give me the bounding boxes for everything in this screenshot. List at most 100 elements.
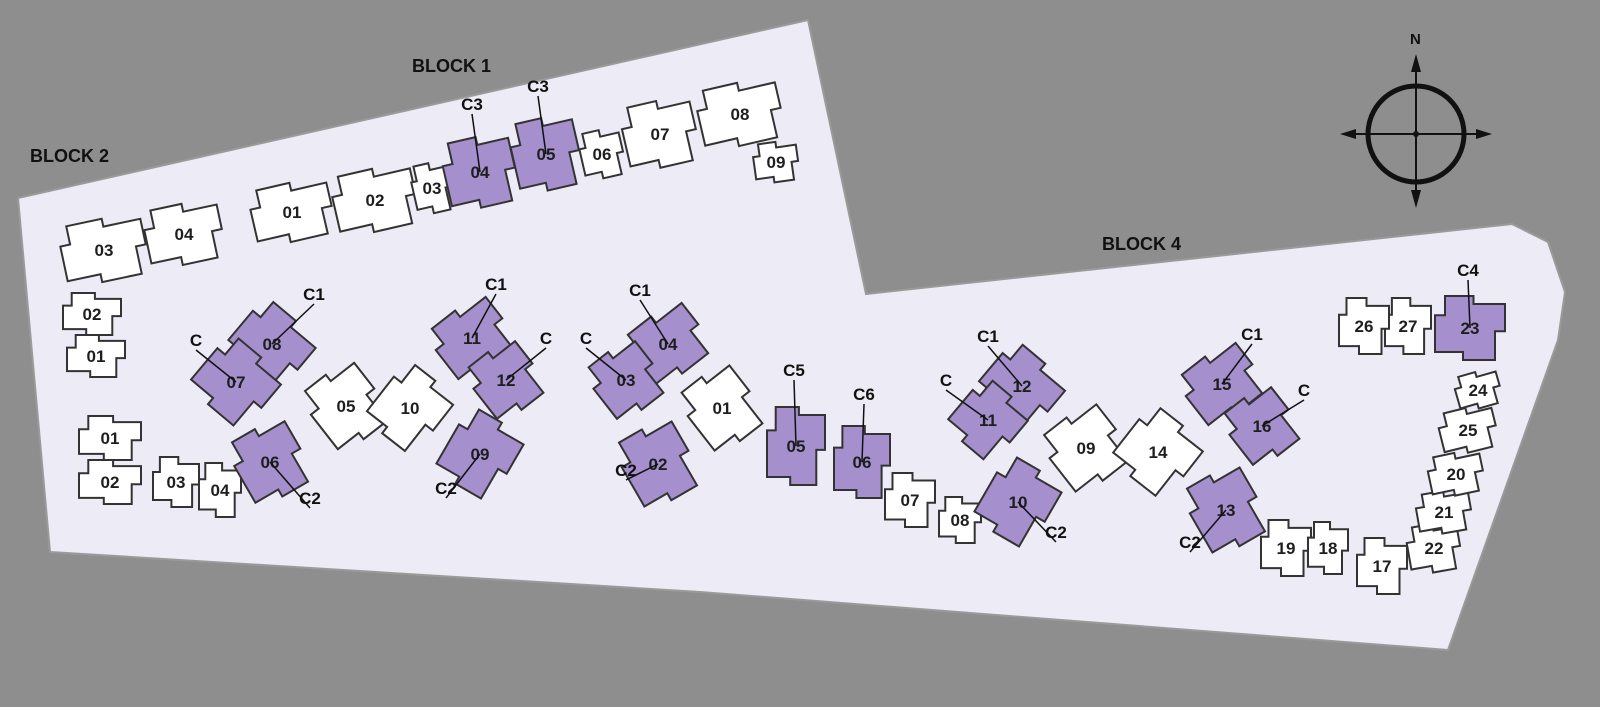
leader-line bbox=[271, 303, 315, 345]
unit-07[interactable]: 07 bbox=[617, 94, 702, 175]
unit-number: 04 bbox=[211, 481, 230, 500]
unit-shape bbox=[331, 167, 417, 234]
unit-type-label: C bbox=[580, 329, 592, 348]
unit-01[interactable]: 01 bbox=[247, 175, 338, 250]
unit-shape bbox=[1453, 370, 1501, 410]
unit-22[interactable]: 22 bbox=[1404, 520, 1464, 576]
unit-02[interactable]: 02 bbox=[62, 292, 122, 336]
unit-04[interactable]: 04 bbox=[141, 197, 228, 271]
unit-01[interactable]: 01 bbox=[674, 359, 770, 457]
unit-shape bbox=[59, 217, 147, 284]
unit-shape bbox=[78, 415, 142, 461]
unit-number: 03 bbox=[167, 473, 186, 492]
leader-line bbox=[1017, 501, 1057, 543]
unit-shape bbox=[696, 81, 782, 148]
unit-03[interactable]: 03 bbox=[408, 159, 456, 216]
unit-number: 02 bbox=[83, 305, 102, 324]
leader-line bbox=[471, 293, 497, 339]
unit-25[interactable]: 25 bbox=[1436, 402, 1501, 458]
unit-shape bbox=[198, 462, 242, 518]
leader-line bbox=[1467, 279, 1471, 329]
unit-number: 22 bbox=[1425, 539, 1444, 558]
unit-10[interactable]: 10 bbox=[362, 359, 458, 457]
unit-number: 09 bbox=[1077, 439, 1096, 458]
unit-03[interactable]: 03C bbox=[580, 329, 671, 425]
unit-number: 06 bbox=[853, 453, 872, 472]
unit-01[interactable]: 01 bbox=[78, 415, 142, 461]
unit-type-label: C3 bbox=[461, 95, 483, 114]
unit-11[interactable]: 11C bbox=[940, 371, 1033, 465]
unit-type-label: C5 bbox=[783, 361, 805, 380]
unit-27[interactable]: 27 bbox=[1384, 297, 1432, 355]
leader-line bbox=[1261, 399, 1305, 427]
unit-08[interactable]: 08 bbox=[938, 496, 982, 544]
unit-shape bbox=[1405, 522, 1462, 574]
unit-number: 07 bbox=[901, 491, 920, 510]
unit-type-label: C1 bbox=[629, 281, 651, 300]
unit-23[interactable]: 23 C4 bbox=[1434, 261, 1506, 361]
unit-04[interactable]: 04 C3 bbox=[438, 95, 522, 214]
unit-02[interactable]: 02 bbox=[78, 459, 142, 505]
unit-14[interactable]: 14 bbox=[1108, 402, 1207, 502]
unit-type-label: C1 bbox=[977, 327, 999, 346]
unit-24[interactable]: 24 bbox=[1452, 367, 1504, 414]
unit-18[interactable]: 18 bbox=[1307, 521, 1349, 575]
unit-shape bbox=[152, 456, 200, 508]
unit-type-label: C bbox=[1298, 381, 1310, 400]
unit-19[interactable]: 19 bbox=[1260, 519, 1312, 577]
unit-16[interactable]: 16C bbox=[1217, 381, 1310, 471]
unit-number: 05 bbox=[337, 397, 356, 416]
unit-02[interactable]: 02 bbox=[328, 161, 422, 240]
unit-shape bbox=[441, 135, 517, 209]
unit-12[interactable]: 12C bbox=[461, 329, 552, 425]
unit-06[interactable]: 06 bbox=[576, 126, 628, 182]
unit-26[interactable]: 26 bbox=[1338, 297, 1390, 355]
unit-number: 26 bbox=[1355, 317, 1374, 336]
unit-type-label: C1 bbox=[1241, 325, 1263, 344]
unit-03[interactable]: 03 bbox=[56, 211, 151, 289]
unit-shape bbox=[410, 162, 453, 215]
leader-line bbox=[505, 347, 547, 381]
unit-20[interactable]: 20 bbox=[1425, 448, 1487, 500]
unit-04[interactable]: 04 bbox=[198, 462, 242, 518]
unit-type-label: C bbox=[190, 331, 202, 350]
unit-type-label: C1 bbox=[303, 285, 325, 304]
unit-05[interactable]: 05 bbox=[297, 357, 395, 456]
leader-line bbox=[1189, 509, 1227, 553]
unit-number: 23 bbox=[1461, 319, 1480, 338]
block-2-label: BLOCK 2 bbox=[30, 146, 109, 166]
unit-17[interactable]: 17 bbox=[1356, 537, 1408, 595]
unit-01[interactable]: 01 bbox=[66, 334, 126, 378]
unit-number: 07 bbox=[651, 125, 670, 144]
unit-03[interactable]: 03 bbox=[152, 456, 200, 508]
unit-08[interactable]: 08 bbox=[693, 75, 787, 154]
unit-number: 09 bbox=[767, 153, 786, 172]
unit-shape bbox=[938, 496, 982, 544]
unit-09[interactable]: 09 bbox=[1036, 398, 1135, 498]
unit-number: 11 bbox=[463, 329, 481, 348]
unit-number: 03 bbox=[423, 179, 442, 198]
unit-07[interactable]: 07C bbox=[186, 331, 286, 432]
leader-line bbox=[585, 347, 627, 381]
unit-09[interactable]: 09 bbox=[751, 139, 800, 185]
unit-07[interactable]: 07 bbox=[884, 472, 936, 528]
unit-number: 01 bbox=[101, 429, 120, 448]
unit-21[interactable]: 21 bbox=[1414, 487, 1474, 538]
north-arrow-icon: N bbox=[1340, 31, 1492, 208]
unit-shape bbox=[751, 140, 800, 184]
unit-shape bbox=[1414, 489, 1473, 535]
unit-type-label: C4 bbox=[1457, 261, 1479, 280]
unit-number: 04 bbox=[471, 163, 490, 182]
unit-shape bbox=[680, 364, 764, 452]
leader-line bbox=[537, 95, 547, 155]
